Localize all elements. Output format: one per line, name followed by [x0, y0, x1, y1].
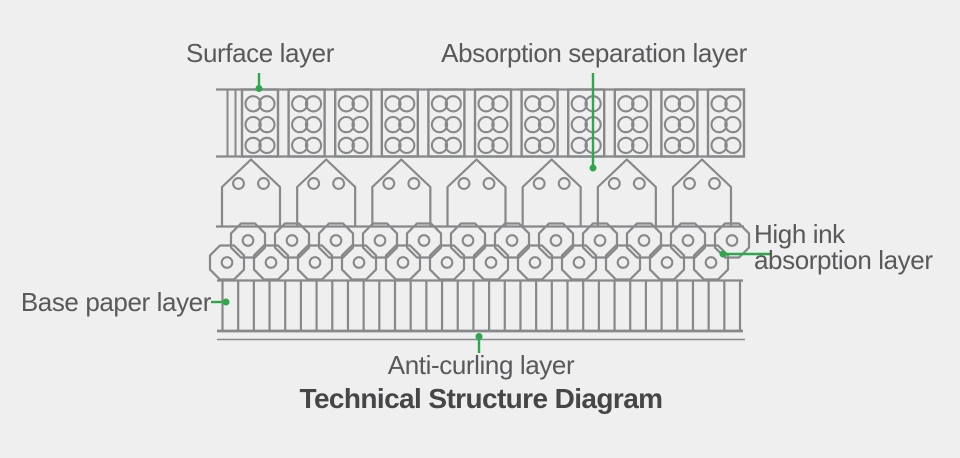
- base-paper-layer-graphic: [217, 279, 743, 333]
- surface-layer-pointer: [255, 73, 263, 92]
- anti-curling-layer-pointer: [475, 333, 483, 353]
- surface-layer-graphic: [216, 88, 746, 158]
- base-paper-layer-pointer: [211, 298, 230, 306]
- surface-layer-label: Surface layer: [186, 38, 334, 68]
- absorption-separation-layer-pointer: [589, 73, 597, 172]
- high-ink-absorption-layer-pointer: [719, 250, 771, 258]
- high-ink-label-line2: absorption layer: [754, 245, 933, 275]
- high-ink-absorption-layer-label: High ink absorption layer: [754, 221, 933, 273]
- high-ink-absorption-layer-graphic: [208, 222, 751, 281]
- absorption-separation-layer-label: Absorption separation layer: [441, 38, 747, 68]
- anti-curling-layer-label: Anti-curling layer: [387, 350, 575, 380]
- base-paper-layer-label: Base paper layer: [20, 287, 212, 317]
- diagram-title: Technical Structure Diagram: [299, 383, 664, 414]
- absorption-separation-layer-graphic: [216, 158, 744, 228]
- high-ink-label-line1: High ink: [754, 219, 845, 249]
